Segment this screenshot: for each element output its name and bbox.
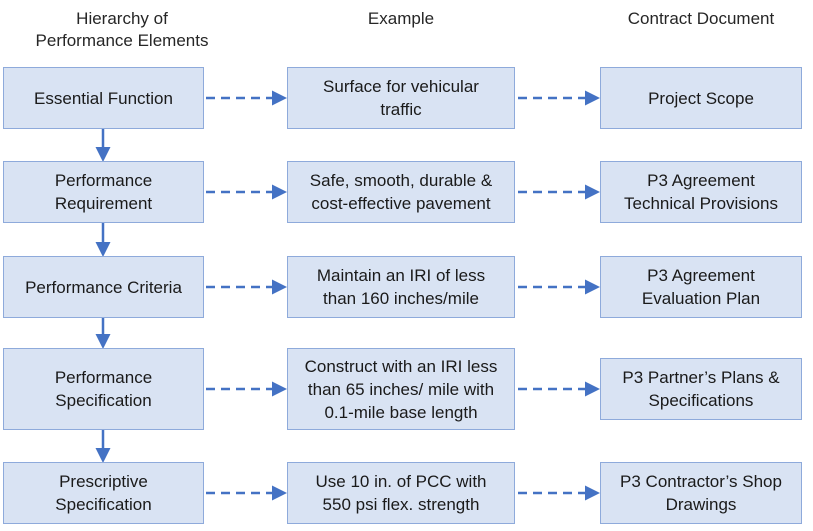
hierarchy-label: Prescriptive Specification [55,472,152,514]
hierarchy-label: Essential Function [34,88,173,108]
example-column-header: Example [367,9,435,28]
example-box-iri-160: Maintain an IRI of less than 160 inches/… [287,256,515,318]
contract-column-header: Contract Document [627,9,775,28]
hierarchy-box-performance-requirement: Performance Requirement [3,161,204,223]
hierarchy-box-essential-function: Essential Function [3,67,204,129]
contract-label: P3 Contractor’s Shop Drawings [620,472,782,514]
hierarchy-box-performance-criteria: Performance Criteria [3,256,204,318]
hierarchy-label: Performance Criteria [25,277,182,297]
example-box-iri-65: Construct with an IRI less than 65 inche… [287,348,515,430]
contract-label: Project Scope [648,88,754,108]
hierarchy-column-header: Hierarchy of Performance Elements [35,9,209,50]
example-label: Surface for vehicular traffic [323,77,479,119]
example-box-vehicular-traffic: Surface for vehicular traffic [287,67,515,129]
contract-box-technical-provisions: P3 Agreement Technical Provisions [600,161,802,223]
example-box-pavement: Safe, smooth, durable & cost-effective p… [287,161,515,223]
example-label: Safe, smooth, durable & cost-effective p… [309,171,493,213]
hierarchy-box-performance-specification: Performance Specification [3,348,204,430]
hierarchy-label: Performance Specification [54,368,153,410]
example-label: Construct with an IRI less than 65 inche… [304,356,498,422]
example-box-pcc: Use 10 in. of PCC with 550 psi flex. str… [287,462,515,524]
contract-box-partner-plans: P3 Partner’s Plans & Specifications [600,358,802,420]
contract-label: P3 Partner’s Plans & Specifications [622,368,780,410]
example-label: Use 10 in. of PCC with 550 psi flex. str… [315,472,487,514]
example-label: Maintain an IRI of less than 160 inches/… [316,266,486,308]
contract-box-project-scope: Project Scope [600,67,802,129]
hierarchy-label: Performance Requirement [54,171,153,213]
hierarchy-box-prescriptive-specification: Prescriptive Specification [3,462,204,524]
contract-box-shop-drawings: P3 Contractor’s Shop Drawings [600,462,802,524]
contract-label: P3 Agreement Technical Provisions [623,171,778,213]
contract-box-evaluation-plan: P3 Agreement Evaluation Plan [600,256,802,318]
contract-label: P3 Agreement Evaluation Plan [641,266,761,308]
